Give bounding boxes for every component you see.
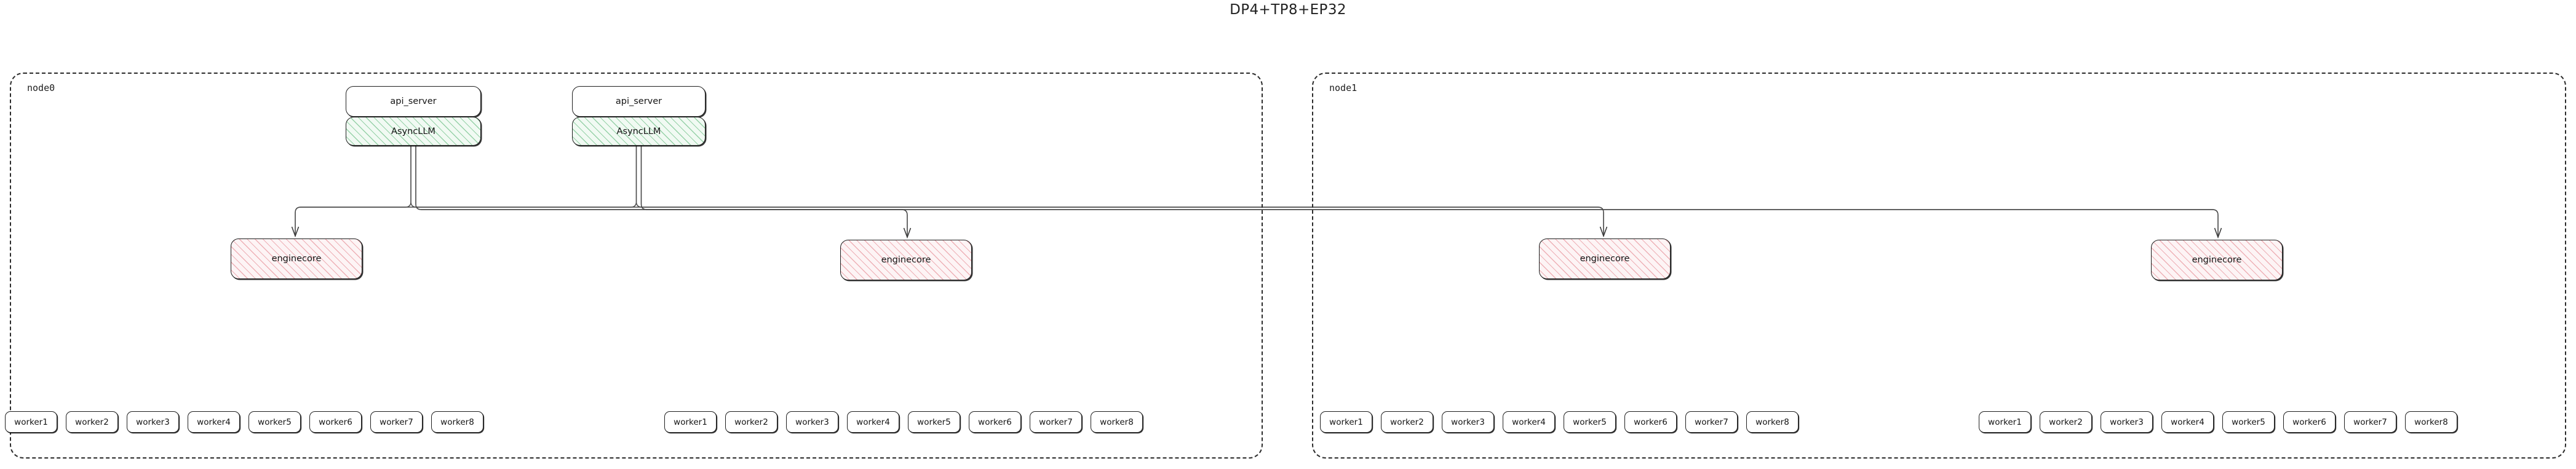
asyncllm-box[interactable]: AsyncLLM — [346, 117, 481, 146]
node-group-node1: node1 — [1312, 73, 2566, 459]
worker-box[interactable]: worker2 — [725, 411, 777, 433]
enginecore-box-label: enginecore — [881, 255, 931, 265]
worker-box-label: worker1 — [674, 417, 707, 427]
worker-box[interactable]: worker3 — [786, 411, 838, 433]
worker-box[interactable]: worker1 — [664, 411, 717, 433]
enginecore-box[interactable]: enginecore — [231, 238, 362, 279]
worker-box-label: worker6 — [1634, 417, 1668, 427]
worker-box-label: worker3 — [795, 417, 829, 427]
worker-box[interactable]: worker7 — [370, 411, 423, 433]
worker-box[interactable]: worker2 — [2040, 411, 2092, 433]
worker-box[interactable]: worker6 — [309, 411, 362, 433]
worker-box-label: worker4 — [197, 417, 231, 427]
worker-box[interactable]: worker4 — [188, 411, 240, 433]
worker-box-label: worker1 — [1988, 417, 2022, 427]
worker-box[interactable]: worker7 — [2344, 411, 2396, 433]
worker-box-label: worker1 — [1329, 417, 1363, 427]
worker-box[interactable]: worker3 — [1442, 411, 1494, 433]
worker-box-label: worker3 — [2110, 417, 2144, 427]
worker-box-label: worker8 — [2414, 417, 2448, 427]
worker-box[interactable]: worker4 — [1503, 411, 1555, 433]
page-title: DP4+TP8+EP32 — [1230, 2, 1346, 18]
worker-box-label: worker5 — [1573, 417, 1607, 427]
enginecore-box-label: enginecore — [271, 254, 322, 264]
worker-box[interactable]: worker2 — [66, 411, 118, 433]
worker-box[interactable]: worker8 — [1746, 411, 1799, 433]
node-label: node0 — [27, 82, 55, 93]
worker-box[interactable]: worker5 — [908, 411, 960, 433]
worker-box-label: worker7 — [1039, 417, 1073, 427]
api-server-box[interactable]: api_server — [346, 86, 481, 117]
worker-box-label: worker4 — [1512, 417, 1546, 427]
api-server-box-label: api_server — [615, 97, 662, 106]
worker-box[interactable]: worker8 — [1091, 411, 1143, 433]
worker-box-label: worker8 — [1100, 417, 1134, 427]
worker-box[interactable]: worker5 — [248, 411, 301, 433]
worker-box-label: worker7 — [2353, 417, 2387, 427]
worker-box-label: worker8 — [1755, 417, 1789, 427]
worker-box-label: worker6 — [978, 417, 1012, 427]
node-label: node1 — [1329, 82, 1358, 93]
api-server-box-label: api_server — [390, 97, 437, 106]
worker-box[interactable]: worker8 — [2405, 411, 2457, 433]
enginecore-box[interactable]: enginecore — [1539, 238, 1671, 279]
worker-box-label: worker2 — [2049, 417, 2083, 427]
worker-box[interactable]: worker6 — [1624, 411, 1677, 433]
worker-box-label: worker1 — [14, 417, 48, 427]
enginecore-box-label: enginecore — [2192, 255, 2242, 265]
worker-box[interactable]: worker7 — [1030, 411, 1082, 433]
node-group-node0: node0 — [10, 73, 1263, 459]
worker-box-label: worker2 — [1390, 417, 1424, 427]
api-server-box[interactable]: api_server — [572, 86, 706, 117]
worker-box-label: worker7 — [1695, 417, 1728, 427]
worker-box[interactable]: worker5 — [2222, 411, 2275, 433]
worker-box-label: worker2 — [75, 417, 109, 427]
worker-box-label: worker5 — [917, 417, 951, 427]
worker-box[interactable]: worker4 — [847, 411, 899, 433]
worker-box[interactable]: worker8 — [431, 411, 483, 433]
worker-box-label: worker3 — [136, 417, 170, 427]
worker-box[interactable]: worker4 — [2161, 411, 2214, 433]
worker-box[interactable]: worker6 — [2283, 411, 2335, 433]
worker-box[interactable]: worker7 — [1685, 411, 1738, 433]
asyncllm-box-label: AsyncLLM — [391, 126, 435, 136]
worker-box-label: worker7 — [380, 417, 413, 427]
asyncllm-box[interactable]: AsyncLLM — [572, 117, 706, 146]
worker-box[interactable]: worker1 — [1320, 411, 1372, 433]
worker-box[interactable]: worker5 — [1564, 411, 1616, 433]
worker-box-label: worker5 — [2232, 417, 2265, 427]
worker-box-label: worker5 — [258, 417, 292, 427]
worker-box[interactable]: worker3 — [2101, 411, 2153, 433]
worker-box-label: worker4 — [2171, 417, 2204, 427]
enginecore-box[interactable]: enginecore — [2151, 240, 2283, 280]
worker-box[interactable]: worker2 — [1381, 411, 1433, 433]
worker-box[interactable]: worker6 — [969, 411, 1021, 433]
worker-box[interactable]: worker1 — [1979, 411, 2031, 433]
worker-box-label: worker6 — [319, 417, 352, 427]
worker-box-label: worker8 — [440, 417, 474, 427]
enginecore-box[interactable]: enginecore — [840, 240, 972, 280]
worker-box-label: worker2 — [734, 417, 768, 427]
enginecore-box-label: enginecore — [1580, 254, 1630, 264]
asyncllm-box-label: AsyncLLM — [616, 126, 661, 136]
worker-box[interactable]: worker1 — [5, 411, 57, 433]
worker-box[interactable]: worker3 — [127, 411, 179, 433]
worker-box-label: worker6 — [2292, 417, 2326, 427]
worker-box-label: worker4 — [856, 417, 890, 427]
worker-box-label: worker3 — [1451, 417, 1485, 427]
